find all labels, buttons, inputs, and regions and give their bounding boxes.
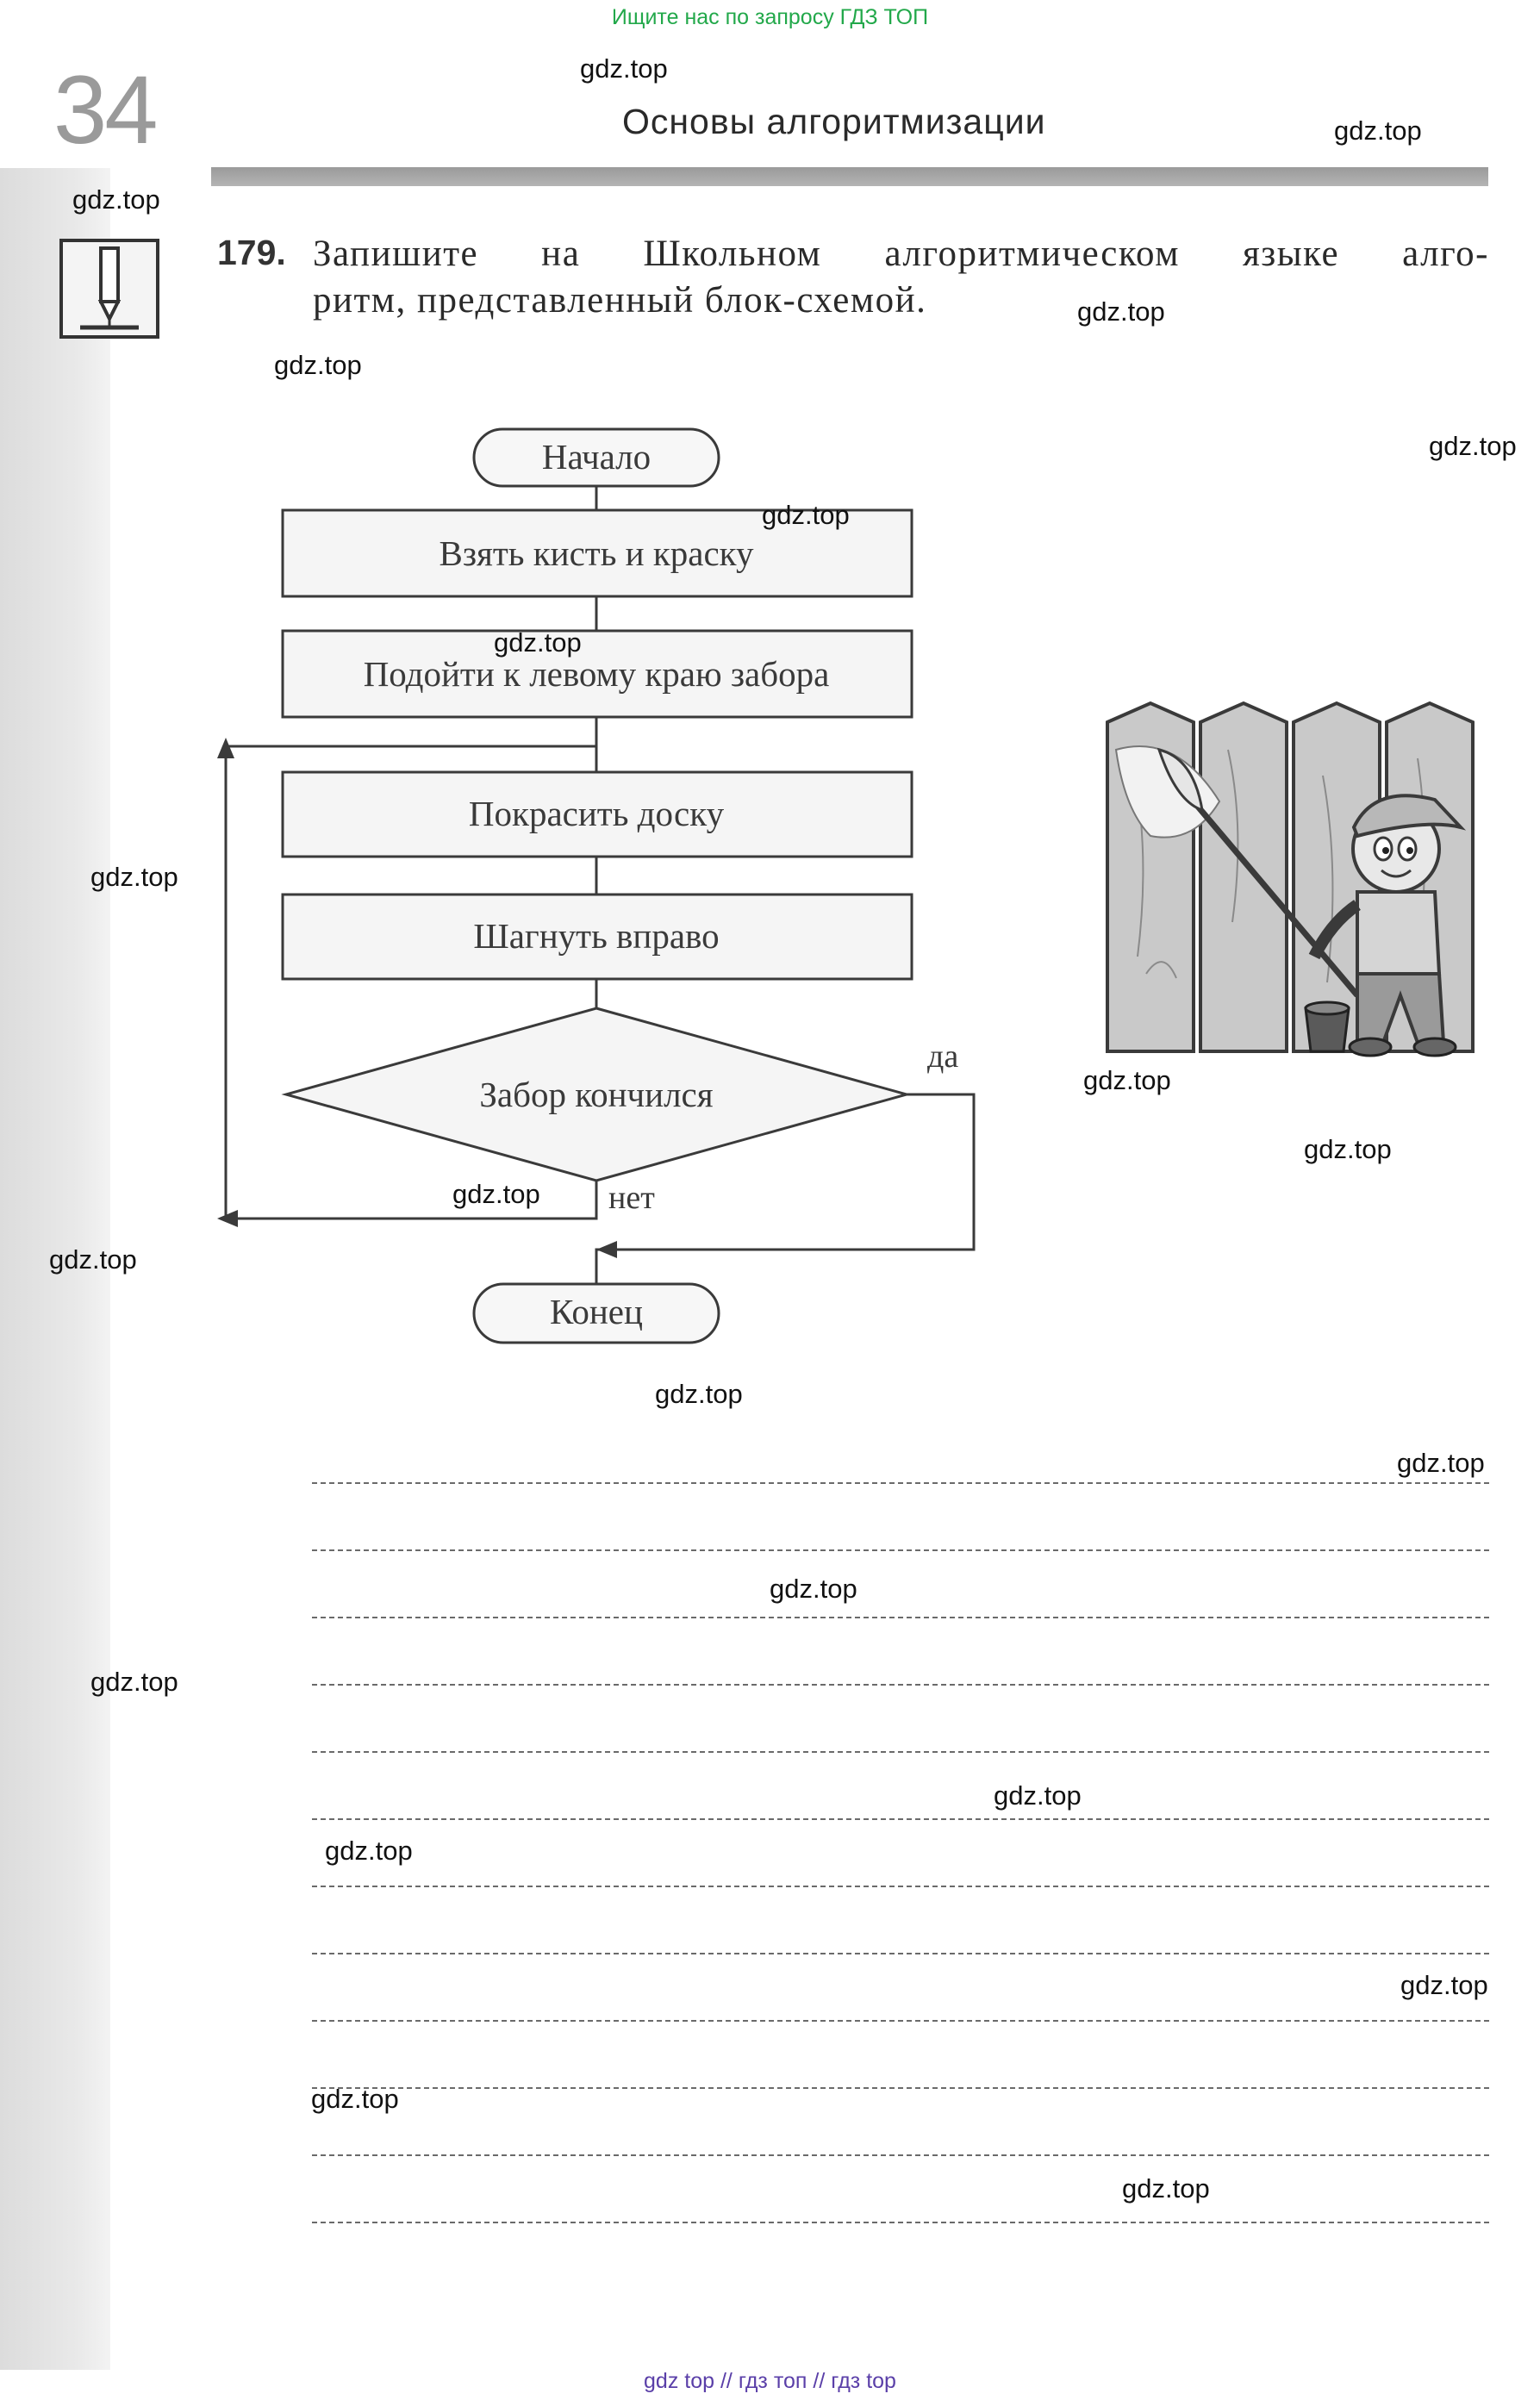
step-4-label: Шагнуть вправо: [473, 916, 719, 956]
watermark: gdz.top: [1083, 1065, 1171, 1095]
answer-line[interactable]: [312, 1751, 1489, 1753]
watermark: gdz.top: [311, 2084, 399, 2114]
header-rule: [211, 167, 1488, 186]
watermark: gdz.top: [1077, 296, 1165, 327]
watermark: gdz.top: [1122, 2173, 1210, 2204]
flowchart-step-1: Взять кисть и краску: [281, 508, 913, 598]
bottom-banner[interactable]: gdz top // гдз топ // гдз top: [644, 2369, 896, 2393]
page-number: 34: [53, 56, 159, 164]
watermark: gdz.top: [90, 1667, 178, 1697]
watermark: gdz.top: [580, 53, 668, 84]
no-arrowhead: [217, 1210, 238, 1227]
side-margin-strip: [0, 168, 110, 2370]
answer-line[interactable]: [312, 2154, 1489, 2156]
page-header-title: Основы алгоритмизации: [622, 102, 1046, 141]
task-text: Запишите на Школьном алгоритмическом язы…: [313, 231, 1489, 324]
watermark: gdz.top: [770, 1574, 857, 1604]
answer-line[interactable]: [312, 1617, 1489, 1618]
watermark: gdz.top: [452, 1179, 540, 1209]
flowchart-step-3: Покрасить доску: [281, 770, 913, 858]
watermark: gdz.top: [655, 1379, 743, 1409]
task-text-line-1: Запишите на Школьном алгоритмическом язы…: [313, 234, 1489, 274]
boy-painting-fence-illustration: [1099, 698, 1504, 1077]
end-label: Конец: [550, 1292, 643, 1331]
task-number: 179.: [217, 233, 286, 272]
watermark: gdz.top: [274, 350, 362, 380]
answer-line[interactable]: [312, 2222, 1489, 2223]
yes-arrowhead: [596, 1241, 617, 1258]
watermark: gdz.top: [762, 500, 850, 530]
watermark: gdz.top: [1397, 1448, 1485, 1478]
step-1-label: Взять кисть и краску: [439, 533, 754, 573]
watermark: gdz.top: [49, 1244, 137, 1275]
no-label: нет: [608, 1180, 655, 1216]
answer-line[interactable]: [312, 1953, 1489, 1954]
step-3-label: Покрасить доску: [469, 794, 725, 833]
flowchart-step-2: Подойти к левому краю забора: [281, 629, 913, 719]
pencil-task-icon: [59, 238, 160, 340]
top-banner[interactable]: Ищите нас по запросу ГДЗ ТОП: [611, 5, 929, 29]
answer-line[interactable]: [312, 1886, 1489, 1887]
yes-label: да: [927, 1038, 958, 1075]
watermark: gdz.top: [1304, 1134, 1392, 1164]
watermark: gdz.top: [72, 184, 160, 215]
watermark: gdz.top: [1334, 115, 1422, 146]
flowchart-end: Конец: [472, 1282, 720, 1344]
condition-label: Забор кончился: [479, 1075, 713, 1114]
step-2-label: Подойти к левому краю забора: [364, 654, 830, 694]
answer-line[interactable]: [312, 1482, 1489, 1484]
answer-line[interactable]: [312, 2020, 1489, 2022]
watermark: gdz.top: [1429, 431, 1517, 461]
flowchart: Начало Взять кисть и краску Подойти к ле…: [198, 414, 1026, 1370]
answer-line[interactable]: [312, 1549, 1489, 1551]
watermark: gdz.top: [494, 627, 582, 658]
flowchart-step-4: Шагнуть вправо: [281, 893, 913, 981]
answer-line[interactable]: [312, 1818, 1489, 1820]
answer-line[interactable]: [312, 2087, 1489, 2089]
answer-line[interactable]: [312, 1684, 1489, 1686]
task-text-line-2: ритм, представленный блок-схемой.: [313, 280, 927, 321]
watermark: gdz.top: [994, 1780, 1082, 1811]
loop-arrowhead: [217, 738, 234, 758]
watermark: gdz.top: [325, 1836, 413, 1866]
start-label: Начало: [542, 437, 651, 477]
flowchart-condition: Забор кончился: [281, 1007, 912, 1182]
flowchart-start: Начало: [472, 427, 720, 488]
watermark: gdz.top: [90, 862, 178, 892]
watermark: gdz.top: [1400, 1970, 1488, 2000]
